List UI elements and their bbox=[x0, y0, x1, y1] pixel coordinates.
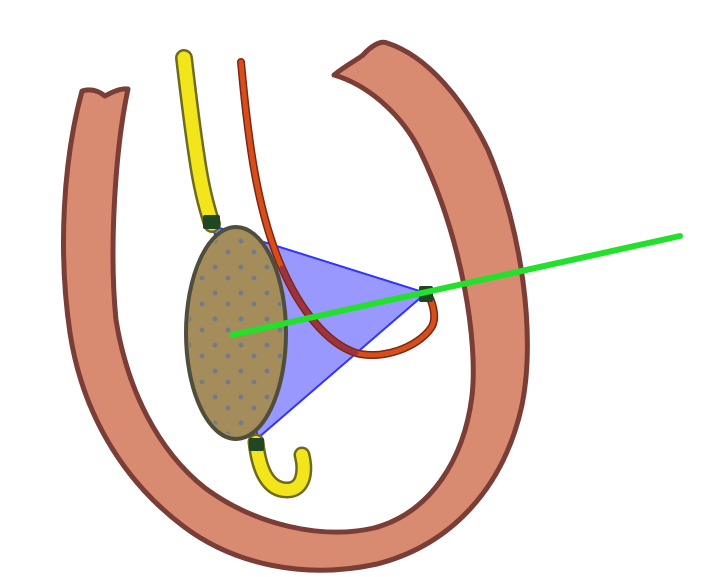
upper-connector bbox=[203, 215, 220, 229]
lower-connector bbox=[249, 438, 264, 451]
